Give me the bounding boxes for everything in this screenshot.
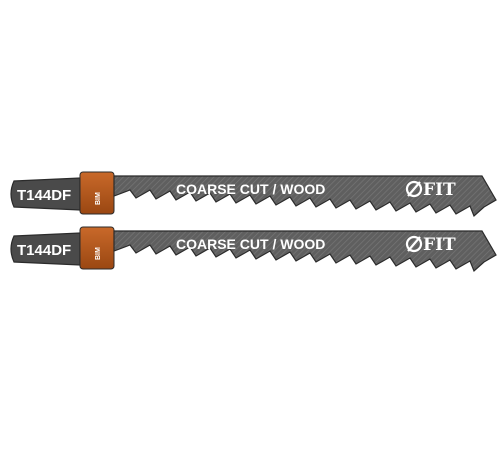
blade-description-label: COARSE CUT / WOOD — [176, 236, 325, 252]
fit-logo-slashed-circle-icon — [405, 180, 423, 198]
blade-shank — [10, 232, 81, 266]
jigsaw-blade-2: T144DF BIM COARSE CUT / WOOD FIT — [10, 226, 497, 273]
jigsaw-blade-1: T144DF BIM COARSE CUT / WOOD FIT — [10, 171, 497, 218]
blade-code-label: T144DF — [17, 187, 71, 204]
fit-logo: FIT — [405, 235, 456, 255]
fit-logo-slashed-circle-icon — [405, 235, 423, 253]
blade-material-label: BIM — [95, 247, 102, 260]
brand-label: FIT — [423, 235, 456, 255]
blade-description-label: COARSE CUT / WOOD — [176, 181, 325, 197]
brand-label: FIT — [423, 180, 456, 200]
fit-logo: FIT — [405, 180, 456, 200]
blade-material-label: BIM — [95, 192, 102, 205]
blade-code-label: T144DF — [17, 242, 71, 259]
blade-shank — [10, 177, 81, 211]
blade-body — [113, 230, 497, 273]
blade-body — [113, 175, 497, 218]
